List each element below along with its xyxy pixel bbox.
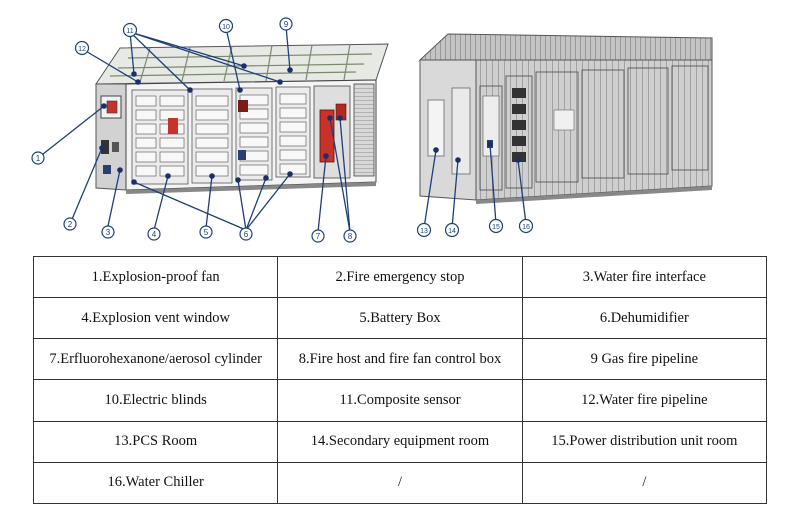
callout-anchor-dots: [99, 63, 521, 185]
callout-5: 5: [199, 225, 213, 239]
water-fire-interface: [103, 165, 111, 174]
callout-2: 2: [63, 217, 77, 231]
callout-13: 13: [416, 222, 432, 238]
pcs-room-door: [427, 99, 445, 157]
legend-cell-secondary-equipment-room: 14.Secondary equipment room: [277, 420, 523, 463]
right-container-roof: [418, 33, 713, 61]
svg-text:10: 10: [222, 24, 230, 31]
callout-3: 3: [101, 225, 115, 239]
callout-4: 4: [147, 227, 161, 241]
svg-text:9: 9: [284, 20, 289, 29]
legend-cell-empty: /: [277, 461, 523, 505]
svg-text:1: 1: [36, 154, 41, 163]
legend-row: 1.Explosion-proof fan 2.Fire emergency s…: [32, 255, 768, 299]
container-diagram: 1 2 3 4 5 6 7 8 9 10 11 12 13 14 15 16: [31, 17, 713, 243]
right-container-view: [418, 33, 713, 204]
callout-1: 1: [31, 151, 45, 165]
svg-text:8: 8: [348, 232, 353, 241]
legend-cell-explosion-proof-fan: 1.Explosion-proof fan: [32, 255, 279, 299]
secondary-equipment-door: [451, 87, 471, 175]
legend-cell-fire-host-control-box: 8.Fire host and fire fan control box: [277, 338, 523, 381]
legend-cell-water-chiller: 16.Water Chiller: [32, 461, 279, 505]
callout-9: 9: [279, 17, 293, 31]
legend-cell-fire-emergency-stop: 2.Fire emergency stop: [277, 255, 523, 299]
svg-text:16: 16: [522, 224, 530, 231]
legend-row: 13.PCS Room 14.Secondary equipment room …: [32, 420, 768, 463]
svg-text:5: 5: [204, 228, 209, 237]
svg-text:6: 6: [244, 230, 249, 239]
callout-leader-lines: [37, 25, 527, 233]
legend-table: 1.Explosion-proof fan 2.Fire emergency s…: [32, 255, 768, 505]
callout-7: 7: [311, 229, 325, 243]
svg-text:2: 2: [68, 220, 73, 229]
callout-16: 16: [518, 218, 534, 234]
svg-text:7: 7: [316, 232, 321, 241]
svg-text:3: 3: [106, 228, 111, 237]
legend-cell-electric-blinds: 10.Electric blinds: [32, 379, 279, 422]
legend-row: 10.Electric blinds 11.Composite sensor 1…: [32, 379, 768, 422]
left-container-view: [95, 43, 389, 194]
legend-cell-aerosol-cylinder: 7.Erfluorohexanone/aerosol cylinder: [32, 338, 279, 381]
explosion-proof-fan: [106, 100, 118, 114]
callout-11: 11: [122, 22, 138, 38]
legend-cell-power-distribution-room: 15.Power distribution unit room: [521, 420, 768, 463]
legend-cell-explosion-vent-window: 4.Explosion vent window: [32, 297, 279, 340]
legend-row: 16.Water Chiller / /: [32, 461, 768, 505]
callout-15: 15: [488, 218, 504, 234]
legend-cell-composite-sensor: 11.Composite sensor: [277, 379, 523, 422]
legend-row: 4.Explosion vent window 5.Battery Box 6.…: [32, 297, 768, 340]
callout-8: 8: [343, 229, 357, 243]
right-container-side: [475, 59, 713, 201]
svg-text:15: 15: [492, 224, 500, 231]
svg-text:12: 12: [78, 46, 86, 53]
legend-row: 7.Erfluorohexanone/aerosol cylinder 8.Fi…: [32, 338, 768, 381]
callout-6: 6: [239, 227, 253, 241]
electric-blinds-panel: [353, 83, 375, 177]
legend-cell-gas-fire-pipeline: 9 Gas fire pipeline: [521, 338, 768, 381]
legend-cell-battery-box: 5.Battery Box: [277, 297, 523, 340]
svg-text:13: 13: [420, 228, 428, 235]
legend-cell-pcs-room: 13.PCS Room: [32, 420, 279, 463]
water-chiller-units: [512, 88, 526, 162]
svg-text:14: 14: [448, 228, 456, 235]
svg-text:11: 11: [126, 28, 133, 35]
callout-12: 12: [74, 40, 90, 56]
legend-cell-empty: /: [521, 461, 768, 505]
callout-14: 14: [444, 222, 460, 238]
legend-cell-water-fire-pipeline: 12.Water fire pipeline: [521, 379, 768, 422]
callout-markers: 1 2 3 4 5 6 7 8 9 10 11 12 13 14 15 16: [31, 17, 534, 243]
svg-text:4: 4: [152, 230, 157, 239]
legend-cell-dehumidifier: 6.Dehumidifier: [521, 297, 768, 340]
callout-10: 10: [218, 18, 234, 34]
legend-cell-water-fire-interface: 3.Water fire interface: [521, 255, 768, 299]
